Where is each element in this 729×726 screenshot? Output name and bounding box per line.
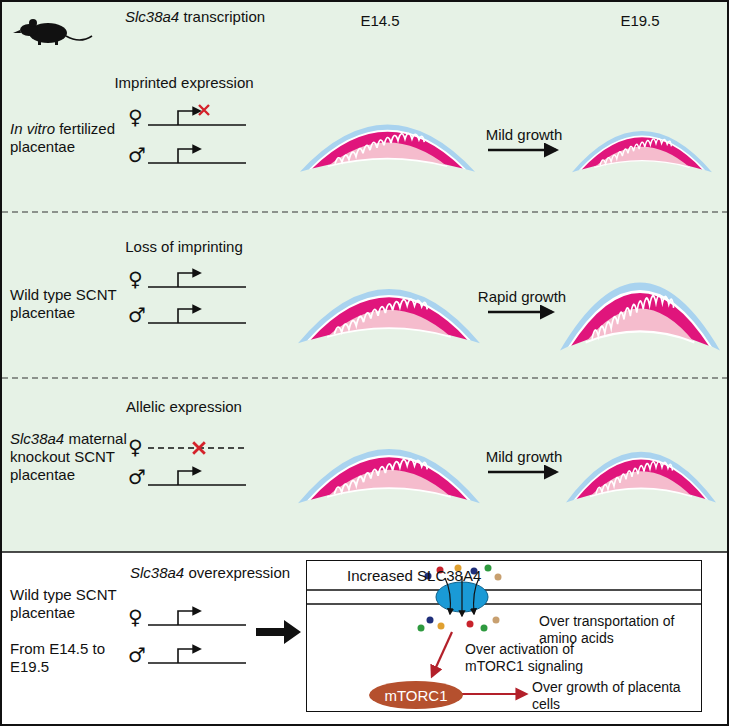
label: In vitrofertilized placentae bbox=[10, 120, 128, 156]
label-text: E19.5 bbox=[620, 12, 659, 29]
sex-symbol: ♀ bbox=[128, 436, 150, 458]
label-text: transcription bbox=[183, 8, 265, 25]
label-text: overexpression bbox=[188, 564, 290, 581]
label: Mild growth bbox=[474, 448, 574, 466]
label-text: Wild type SCNT placentae bbox=[10, 586, 116, 621]
sex-symbol-text: ♂ bbox=[128, 465, 146, 489]
label-text: Slc38a4 bbox=[125, 8, 179, 25]
label: Imprinted expression bbox=[104, 74, 264, 92]
sex-symbol-text: ♂ bbox=[128, 643, 146, 667]
sex-symbol: ♂ bbox=[128, 644, 150, 666]
sex-symbol: ♀ bbox=[128, 268, 150, 290]
sex-symbol-text: ♀ bbox=[128, 435, 143, 459]
sex-symbol-text: ♀ bbox=[128, 105, 143, 129]
label: E14.5 bbox=[340, 12, 420, 30]
label-text: E14.5 bbox=[360, 12, 399, 29]
sex-symbol: ♂ bbox=[128, 466, 150, 488]
label: Wild type SCNT placentae bbox=[10, 286, 122, 322]
label-text: In vitro bbox=[10, 120, 55, 137]
label-text: Rapid growth bbox=[478, 288, 566, 305]
sex-symbol: ♀ bbox=[128, 606, 150, 628]
label: Rapid growth bbox=[472, 288, 572, 306]
label-text: Allelic expression bbox=[126, 398, 242, 415]
label: Slc38a4maternal knockout SCNT placentae bbox=[10, 430, 128, 484]
label: Mild growth bbox=[474, 126, 574, 144]
label-text: Slc38a4 bbox=[10, 430, 64, 447]
node-text: Over activation of mTORC1 signaling bbox=[465, 641, 615, 675]
node-title: mTORC1 bbox=[384, 687, 447, 704]
mtorc1-oval: mTORC1 bbox=[369, 681, 463, 709]
sex-symbol-text: ♂ bbox=[128, 143, 146, 167]
node-text: Over growth of placenta cells bbox=[532, 679, 682, 713]
sex-symbol-text: ♂ bbox=[128, 303, 146, 327]
label: Slc38a4overexpression bbox=[130, 564, 250, 582]
label-text: Imprinted expression bbox=[114, 74, 253, 91]
label: Loss of imprinting bbox=[104, 238, 264, 256]
label-text: Mild growth bbox=[486, 126, 563, 143]
label: From E14.5 to E19.5 bbox=[10, 640, 122, 676]
sex-symbol: ♂ bbox=[128, 144, 150, 166]
label-text: Slc38a4 bbox=[130, 564, 184, 581]
label-text: From E14.5 to E19.5 bbox=[10, 640, 105, 675]
label-text: Loss of imprinting bbox=[125, 238, 243, 255]
label: Allelic expression bbox=[104, 398, 264, 416]
node-text: Increased SLC38A4 bbox=[347, 567, 547, 584]
label: E19.5 bbox=[600, 12, 680, 30]
sex-symbol-text: ♀ bbox=[128, 267, 143, 291]
label-text: Mild growth bbox=[486, 448, 563, 465]
sex-symbol: ♀ bbox=[128, 106, 150, 128]
pathway-box: Increased SLC38A4Over transportation of … bbox=[306, 560, 702, 712]
label-text: Wild type SCNT placentae bbox=[10, 286, 116, 321]
sex-symbol: ♂ bbox=[128, 304, 150, 326]
label: Slc38a4transcription bbox=[125, 8, 235, 26]
label: Wild type SCNT placentae bbox=[10, 586, 122, 622]
sex-symbol-text: ♀ bbox=[128, 605, 143, 629]
